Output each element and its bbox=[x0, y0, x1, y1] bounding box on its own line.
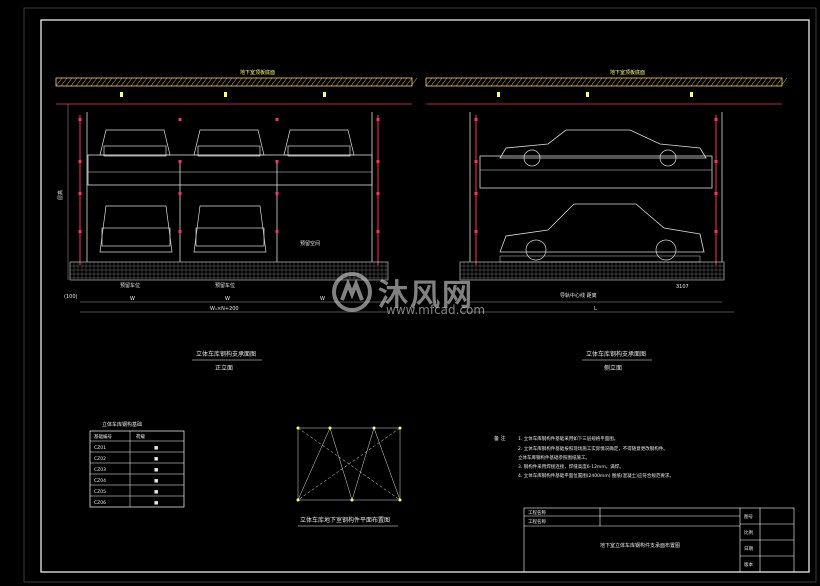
front-label-left: 预留车位 bbox=[120, 282, 140, 289]
mfcad-logo-icon bbox=[332, 272, 372, 312]
side-elevation: 地下室顶板底面 导轨中心线 距离 3107 L 立体车库钢构支承面图 侧立面 bbox=[425, 69, 788, 372]
table-header-1: 荷载 bbox=[136, 433, 145, 440]
tb-c2: 比例 bbox=[744, 529, 753, 536]
table-cell-code: CZ05 bbox=[94, 489, 106, 495]
title-block bbox=[523, 507, 795, 573]
side-label-rail: 导轨中心线 距离 bbox=[560, 292, 597, 299]
ceiling-label-side: 地下室顶板底面 bbox=[610, 69, 645, 76]
table-cell-code: CZ01 bbox=[94, 445, 106, 451]
note-line-3: 3. 钢构件采用焊接连接，焊缝高度6-12mm，满焊。 bbox=[518, 463, 624, 470]
tb-c3: 日期 bbox=[744, 546, 753, 552]
front-label-mid: 预留车位 bbox=[215, 282, 235, 289]
note-line-4: 4. 立体车库钢构件基础平面位置图(2400mm) 图纸(混凝土)应符合规范要求… bbox=[518, 472, 674, 479]
side-title: 立体车库钢构支承面图 bbox=[586, 350, 646, 358]
tb-r2: 工程名称 bbox=[528, 518, 546, 525]
front-subtitle: 正立面 bbox=[215, 364, 233, 372]
front-dim-height: 层高 bbox=[57, 190, 64, 200]
table-cell-value: ■ bbox=[154, 479, 158, 484]
table-header-0: 基础编号 bbox=[94, 433, 112, 440]
outer-frame bbox=[23, 7, 817, 583]
watermark-en: www.mfcad.com bbox=[386, 303, 486, 317]
front-label-pit: 预留空间 bbox=[300, 240, 320, 247]
front-dim-left: (100) bbox=[64, 294, 77, 300]
tb-r1: 工程名称 bbox=[528, 509, 546, 516]
ceiling-label-front: 地下室顶板底面 bbox=[240, 69, 275, 76]
watermark: 沐风网 www.mfcad.com bbox=[330, 270, 500, 320]
table-cell-code: CZ06 bbox=[94, 500, 106, 506]
front-dim-1: W bbox=[130, 296, 135, 302]
foundation-table: 立体车库钢构基础 基础编号 荷载 CZ01 ■ CZ02 ■ CZ03 ■ CZ04 ■ CZ0… bbox=[89, 421, 185, 508]
front-elevation: 地下室顶板底面 预留空间 预留车位 预留车位 (100) W bbox=[55, 69, 418, 372]
table-cell-value: ■ bbox=[154, 501, 158, 506]
note-line-2: 立体车库钢构件基础参照图纸施工。 bbox=[518, 454, 590, 461]
table-title: 立体车库钢构基础 bbox=[102, 421, 142, 428]
plan-view: 立体车库地下室钢构件平面布置图 bbox=[296, 426, 402, 527]
table-cell-value: ■ bbox=[154, 490, 158, 495]
front-dim-2: W bbox=[225, 296, 230, 302]
side-dim-total: L bbox=[594, 306, 597, 312]
watermark-cn: 沐风网 bbox=[378, 278, 474, 313]
plan-title: 立体车库地下室钢构件平面布置图 bbox=[300, 516, 390, 524]
table-cell-code: CZ04 bbox=[94, 478, 106, 484]
notes-heading: 备 注 bbox=[494, 435, 506, 442]
table-cell-code: CZ02 bbox=[94, 456, 106, 462]
table-cell-value: ■ bbox=[154, 457, 158, 462]
side-subtitle: 侧立面 bbox=[604, 364, 622, 372]
notes-block: 备 注 1. 立体车库钢构件基础采用如下三层规格平面图。 2. 立体车库钢构件基… bbox=[494, 435, 674, 479]
tb-c1: 图号 bbox=[744, 514, 753, 520]
table-cell-code: CZ03 bbox=[94, 467, 106, 473]
front-title: 立体车库钢构支承面图 bbox=[196, 350, 256, 358]
sheet-frame bbox=[40, 19, 810, 573]
table-cell-value: ■ bbox=[154, 468, 158, 473]
front-dim-3: W bbox=[320, 296, 325, 302]
note-line-1: 2. 立体车库钢构件基础按照现场施工实际情况确定，不得随意更改钢构件。 bbox=[518, 445, 668, 452]
note-line-0: 1. 立体车库钢构件基础采用如下三层规格平面图。 bbox=[518, 435, 618, 442]
side-label-d: 3107 bbox=[676, 284, 689, 290]
table-cell-value: ■ bbox=[154, 446, 158, 451]
front-dim-total: W₁×N+200 bbox=[210, 306, 239, 312]
tb-main: 地下室立体车库钢构件支承面布置图 bbox=[600, 542, 680, 549]
tb-c4: 版本 bbox=[744, 561, 753, 568]
